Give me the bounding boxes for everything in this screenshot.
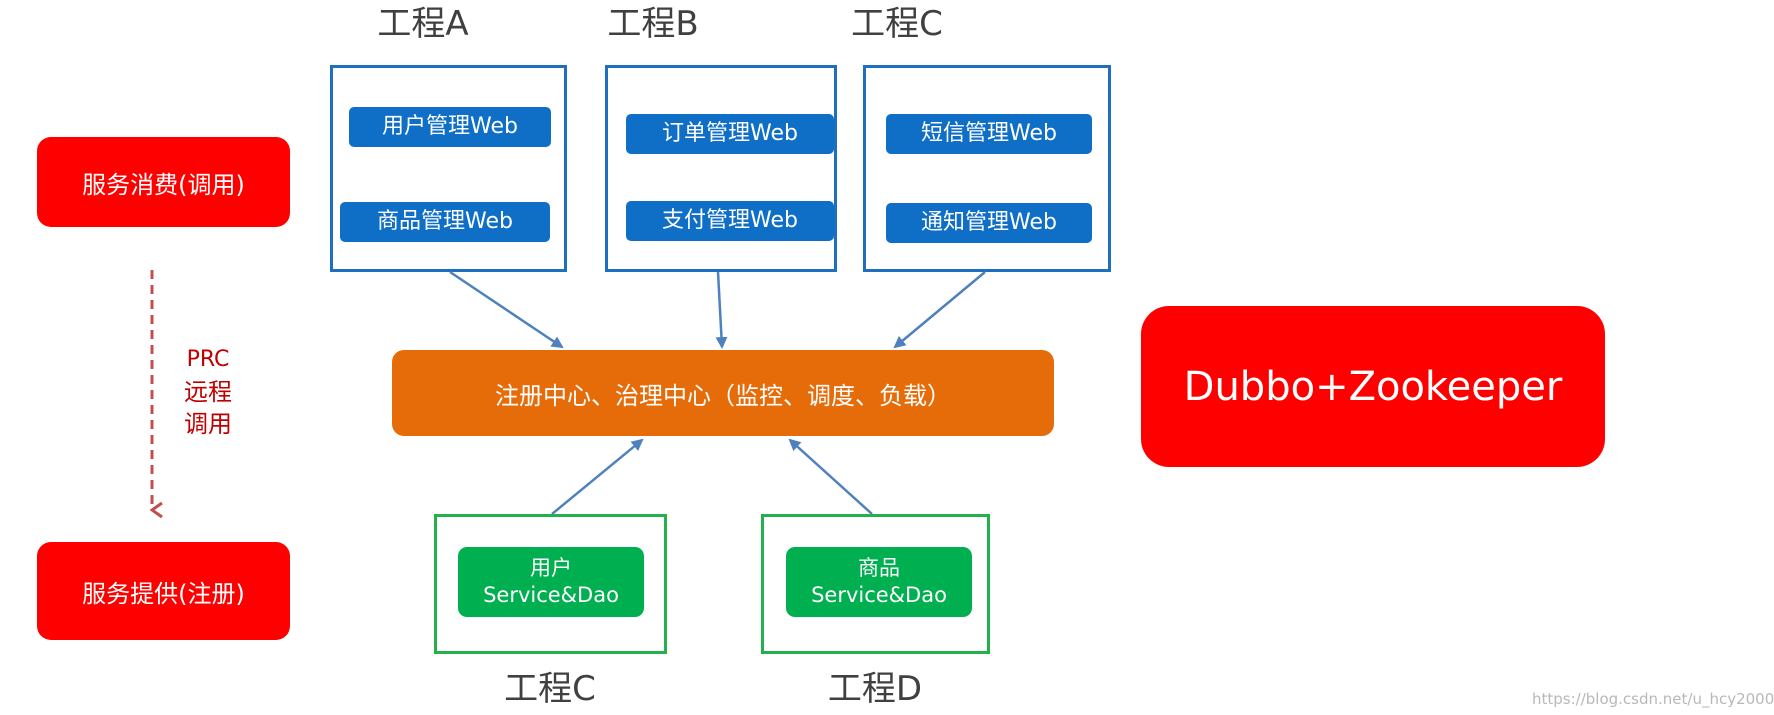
project-b-title: 工程B [607, 4, 699, 44]
project-c-item-notify-web: 通知管理Web [886, 203, 1092, 243]
rpc-label-line1: PRC [186, 347, 230, 372]
service-provider-box: 服务提供(注册) [37, 542, 290, 640]
project-c-service-title: 工程C [504, 669, 596, 709]
rpc-label: PRC 远程 调用 [166, 344, 250, 440]
product-service-line1: 商品 [858, 555, 900, 580]
arrow-a-to-registry [449, 270, 564, 349]
project-c-service-frame: 用户 Service&Dao [434, 514, 667, 654]
project-a-frame: 用户管理Web 商品管理Web [330, 65, 567, 272]
project-c-title: 工程C [851, 4, 943, 44]
user-service-line2: Service&Dao [483, 583, 619, 607]
project-a-item-product-web: 商品管理Web [340, 202, 550, 242]
product-service-dao: 商品 Service&Dao [786, 547, 972, 617]
arrow-c-service-to-registry [551, 438, 644, 515]
project-b-item-order-web: 订单管理Web [626, 114, 834, 154]
product-service-line2: Service&Dao [811, 583, 947, 607]
user-service-dao: 用户 Service&Dao [458, 547, 644, 617]
service-consumer-box: 服务消费(调用) [37, 137, 290, 227]
arrow-b-to-registry [715, 271, 728, 349]
project-b-frame: 订单管理Web 支付管理Web [605, 65, 837, 272]
arrow-d-to-registry [788, 438, 873, 515]
rpc-label-line2: 远程 [184, 378, 232, 406]
dubbo-zookeeper-box: Dubbo+Zookeeper [1141, 306, 1605, 467]
project-a-item-user-web: 用户管理Web [349, 107, 551, 147]
project-a-title: 工程A [377, 4, 469, 44]
project-d-frame: 商品 Service&Dao [761, 514, 990, 654]
rpc-label-line3: 调用 [184, 410, 232, 438]
project-c-frame: 短信管理Web 通知管理Web [863, 65, 1111, 272]
watermark: https://blog.csdn.net/u_hcy2000 [1532, 690, 1774, 708]
project-b-item-payment-web: 支付管理Web [626, 201, 834, 241]
project-c-item-sms-web: 短信管理Web [886, 114, 1092, 154]
arrow-c-to-registry [893, 271, 986, 349]
registry-center-box: 注册中心、治理中心（监控、调度、负载） [392, 350, 1054, 436]
user-service-line1: 用户 [530, 555, 572, 580]
project-d-title: 工程D [827, 669, 923, 709]
